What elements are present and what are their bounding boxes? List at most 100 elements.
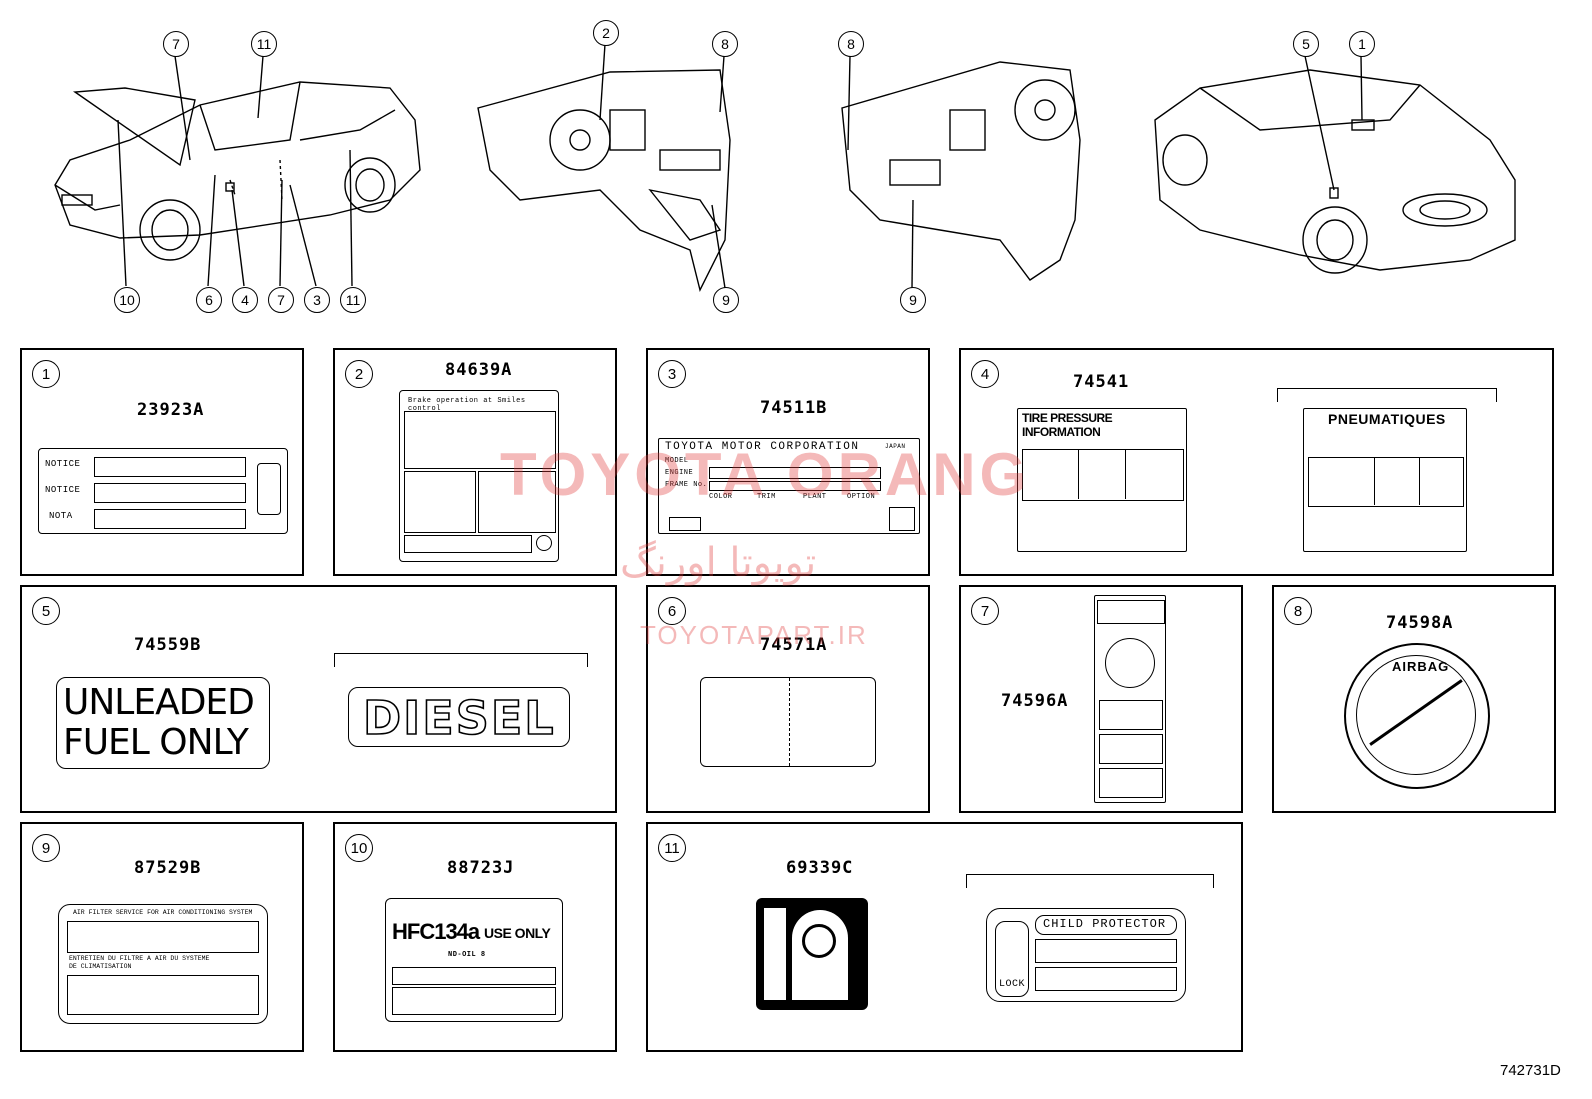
airbag-sticker: AIRBAG: [1344, 643, 1490, 789]
callout-front-11b: 11: [340, 287, 366, 313]
text-block: [94, 483, 246, 503]
refrigerant-type: HFC134a: [392, 919, 480, 944]
warning-header: [1097, 600, 1165, 624]
panel-number: 11: [658, 834, 686, 862]
vin-row-engine: ENGINE: [665, 469, 694, 477]
callout-front-11a: 11: [251, 31, 277, 57]
tire-title-fr: PNEUMATIQUES: [1328, 411, 1446, 427]
notice-row-2: NOTICE: [45, 485, 81, 495]
sunvisor-label: [1094, 595, 1166, 803]
air-filter-en: AIR FILTER SERVICE FOR AIR CONDITIONING …: [73, 909, 253, 916]
fuse-icon: [257, 463, 281, 515]
refrigerant-label: HFC134a USE ONLY ND-OIL 8: [385, 898, 563, 1022]
part-number: 74511B: [760, 398, 828, 418]
refrigerant-use-only: USE ONLY: [484, 925, 551, 941]
notice-row-3: NOTA: [49, 511, 73, 521]
panel-number: 4: [971, 360, 999, 388]
child-head: [802, 924, 836, 958]
panel-7: 7 74596A: [959, 585, 1243, 813]
callout-front-6: 6: [196, 287, 222, 313]
hand-illustration: [404, 471, 476, 533]
panel-11: 11 69339C CHILD PROTECTOR LOCK: [646, 822, 1243, 1052]
panel-8: 8 74598A AIRBAG: [1272, 585, 1556, 813]
panel-number: 5: [32, 597, 60, 625]
fold-line: [789, 678, 790, 766]
part-number: 74541: [1073, 372, 1130, 392]
unleaded-line1: UNLEADED: [63, 682, 255, 723]
callout-dash-rhd-8: 8: [838, 31, 864, 57]
notice-row-1: NOTICE: [45, 459, 81, 469]
vin-col-plant: PLANT: [803, 493, 827, 501]
panel-4: 4 74541 TIRE PRESSURE INFORMATION PNEUMA…: [959, 348, 1554, 576]
panel-number: 3: [658, 360, 686, 388]
callout-rear-1: 1: [1349, 31, 1375, 57]
callout-front-10: 10: [114, 287, 140, 313]
document-number: 742731D: [1500, 1062, 1561, 1079]
text-block: [94, 457, 246, 477]
text-block: [1035, 967, 1177, 991]
air-filter-label: AIR FILTER SERVICE FOR AIR CONDITIONING …: [58, 904, 268, 1024]
panel-number: 9: [32, 834, 60, 862]
brake-header: Brake operation at Smiles control: [408, 397, 526, 413]
part-number: 69339C: [786, 858, 854, 878]
part-number: 88723J: [447, 858, 515, 878]
diesel-text: DIESEL: [362, 691, 556, 745]
arrow-strip: [764, 908, 786, 1000]
panel-6: 6 74571A: [646, 585, 930, 813]
text-block: [392, 987, 556, 1015]
vin-col-option: OPTION: [847, 493, 876, 501]
tire-label-en: TIRE PRESSURE INFORMATION: [1017, 408, 1187, 552]
protector-title-box: [1035, 915, 1177, 935]
text-block: [67, 921, 259, 953]
option-bracket: [1277, 388, 1497, 402]
protector-title: CHILD PROTECTOR: [1043, 917, 1167, 931]
text-block: [67, 975, 259, 1015]
airbag-inner-ring: [1356, 655, 1476, 775]
text-block: [709, 481, 881, 491]
vin-label: TOYOTA MOTOR CORPORATION JAPAN MODEL ENG…: [658, 438, 920, 534]
text-block: [392, 967, 556, 985]
panel-2: 2 84639A Brake operation at Smiles contr…: [333, 348, 617, 576]
panel-9: 9 87529B AIR FILTER SERVICE FOR AIR COND…: [20, 822, 304, 1052]
airbag-text: AIRBAG: [1392, 659, 1450, 674]
child-lock-icon: [756, 898, 868, 1010]
callout-dash-lhd-9: 9: [713, 287, 739, 313]
text-block: [709, 467, 881, 479]
refrigerant-oil: ND-OIL 8: [448, 951, 486, 959]
brake-label: Brake operation at Smiles control: [399, 390, 559, 562]
notice-label: NOTICE NOTICE NOTA: [38, 448, 288, 534]
car-views-drawing: [54, 43, 1516, 293]
pressure-table: [1308, 457, 1464, 507]
panel-10: 10 88723J HFC134a USE ONLY ND-OIL 8: [333, 822, 617, 1052]
panel-1: 1 23923A NOTICE NOTICE NOTA: [20, 348, 304, 576]
callout-dash-rhd-9: 9: [900, 287, 926, 313]
part-number: 74598A: [1386, 613, 1454, 633]
vin-row-frame: FRAME No.: [665, 481, 708, 489]
part-number: 87529B: [134, 858, 202, 878]
vin-origin: JAPAN: [885, 443, 906, 450]
panel-number: 6: [658, 597, 686, 625]
callout-dash-lhd-8: 8: [712, 31, 738, 57]
panel-number: 7: [971, 597, 999, 625]
circle-icon: [536, 535, 552, 551]
text-block: [669, 517, 701, 531]
panel-number: 8: [1284, 597, 1312, 625]
option-bracket: [334, 653, 588, 667]
steering-illustration: [404, 411, 556, 469]
text-block: [94, 509, 246, 529]
text-block: [889, 507, 915, 531]
lock-text: LOCK: [999, 979, 1026, 990]
diesel-label: DIESEL: [348, 687, 570, 747]
part-number: 74596A: [1001, 691, 1069, 711]
callout-front-3: 3: [304, 287, 330, 313]
panel-5: 5 74559B UNLEADED FUEL ONLY DIESEL: [20, 585, 617, 813]
part-number: 74559B: [134, 635, 202, 655]
callout-dash-lhd-2: 2: [593, 20, 619, 46]
lock-switch: [995, 921, 1029, 997]
callout-front-7a: 7: [163, 31, 189, 57]
vin-col-color: COLOR: [709, 493, 733, 501]
vin-title: TOYOTA MOTOR CORPORATION: [665, 441, 860, 453]
panel-number: 1: [32, 360, 60, 388]
callout-front-7b: 7: [268, 287, 294, 313]
part-number: 74571A: [760, 635, 828, 655]
